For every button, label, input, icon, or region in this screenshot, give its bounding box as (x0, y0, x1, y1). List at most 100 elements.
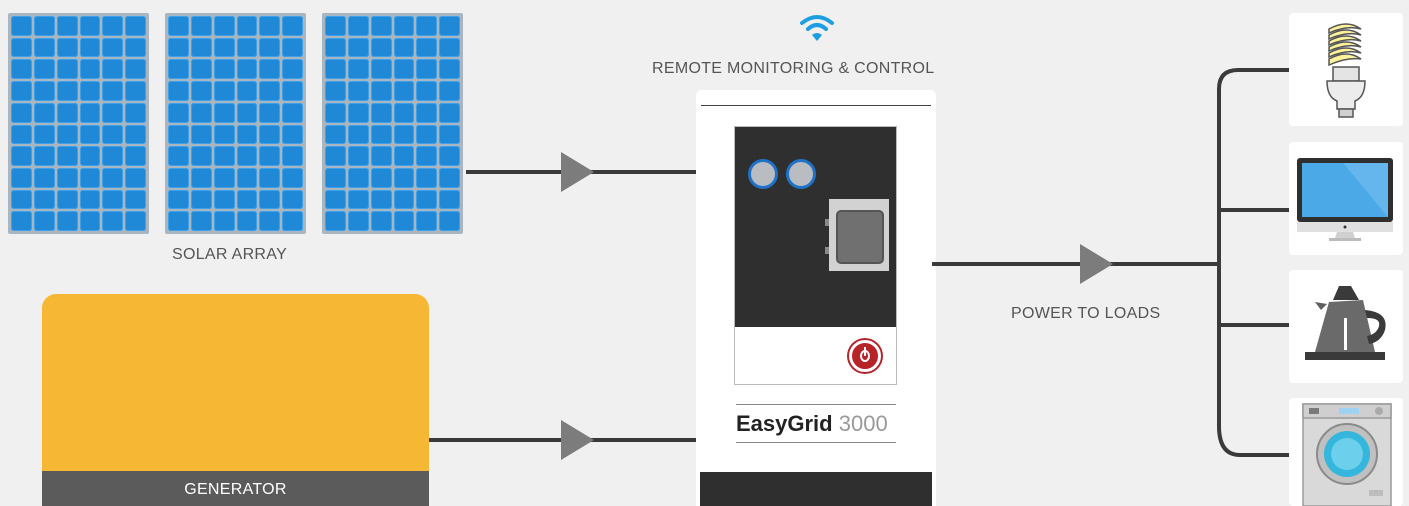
solar-cell (190, 59, 212, 80)
solar-cell (56, 211, 78, 231)
solar-cell (11, 102, 32, 123)
solar-cell (56, 59, 78, 80)
generator-flow-arrow (561, 420, 594, 460)
solar-cell (102, 167, 124, 188)
solar-cell (102, 102, 124, 123)
solar-cell (370, 81, 392, 101)
solar-cell (347, 37, 369, 58)
monitor-icon (1297, 158, 1393, 241)
solar-cell (125, 211, 146, 231)
solar-cell (79, 81, 101, 101)
power-to-loads-label: POWER TO LOADS (1011, 305, 1161, 322)
solar-cell (11, 146, 32, 166)
solar-cell (393, 59, 415, 80)
solar-cell (11, 16, 32, 36)
solar-panel-1 (8, 13, 149, 234)
easygrid-device: EasyGrid 3000 (696, 90, 936, 506)
solar-cell (236, 124, 258, 145)
solar-cell (347, 189, 369, 210)
solar-cell (325, 16, 346, 36)
solar-cell (393, 124, 415, 145)
load-lightbulb (1289, 13, 1403, 126)
solar-cell (168, 167, 189, 188)
solar-cell (125, 59, 146, 80)
solar-cell (370, 146, 392, 166)
solar-cell (393, 146, 415, 166)
solar-cell (190, 81, 212, 101)
solar-cell (125, 189, 146, 210)
solar-cell (11, 59, 32, 80)
solar-cell (439, 37, 460, 58)
solar-array-label: SOLAR ARRAY (172, 246, 288, 263)
solar-cell (190, 124, 212, 145)
load-bus (1217, 68, 1289, 457)
solar-cell (282, 211, 303, 231)
solar-cell (125, 37, 146, 58)
solar-cell (213, 211, 235, 231)
solar-cell (370, 167, 392, 188)
solar-cell (56, 167, 78, 188)
solar-cell (347, 146, 369, 166)
solar-cell (33, 16, 55, 36)
solar-cell (79, 167, 101, 188)
solar-cell (439, 189, 460, 210)
solar-cell (347, 102, 369, 123)
solar-cell (416, 16, 438, 36)
solar-cell (325, 211, 346, 231)
solar-cell (168, 146, 189, 166)
solar-cell (439, 124, 460, 145)
solar-cell (190, 167, 212, 188)
load-monitor (1289, 142, 1403, 255)
solar-cell (33, 81, 55, 101)
generator: GENERATOR (42, 294, 429, 506)
solar-cell (79, 146, 101, 166)
solar-cell (79, 37, 101, 58)
solar-cell (190, 37, 212, 58)
solar-cell (56, 16, 78, 36)
generator-label: GENERATOR (42, 471, 429, 506)
solar-cell (213, 102, 235, 123)
solar-cell (236, 189, 258, 210)
solar-cell (125, 146, 146, 166)
inverter-box (829, 199, 889, 271)
power-button[interactable] (849, 340, 881, 372)
solar-cell (79, 102, 101, 123)
solar-cell (56, 146, 78, 166)
solar-cell (79, 59, 101, 80)
solar-cell (282, 16, 303, 36)
solar-cell (213, 16, 235, 36)
solar-cell (416, 124, 438, 145)
solar-cell (79, 189, 101, 210)
solar-cell (439, 81, 460, 101)
solar-cell (11, 81, 32, 101)
solar-cell (416, 37, 438, 58)
solar-cell (33, 59, 55, 80)
output-wire (932, 262, 1219, 266)
solar-cell (325, 146, 346, 166)
solar-cell (102, 37, 124, 58)
device-top-line (701, 105, 931, 106)
solar-cell (168, 124, 189, 145)
solar-cell (236, 146, 258, 166)
solar-cell (213, 81, 235, 101)
solar-cell (416, 211, 438, 231)
solar-cell (213, 189, 235, 210)
solar-panel-3 (322, 13, 463, 234)
port-2 (786, 159, 816, 189)
solar-cell (282, 146, 303, 166)
solar-cell (11, 167, 32, 188)
solar-cell (102, 211, 124, 231)
solar-cell (439, 211, 460, 231)
solar-cell (347, 124, 369, 145)
solar-cell (102, 124, 124, 145)
solar-cell (236, 16, 258, 36)
solar-cell (347, 16, 369, 36)
solar-cell (213, 59, 235, 80)
solar-cell (56, 189, 78, 210)
solar-cell (33, 167, 55, 188)
solar-cell (439, 16, 460, 36)
solar-cell (282, 124, 303, 145)
solar-cell (168, 81, 189, 101)
brand-model: 3000 (838, 411, 888, 436)
brand-line-top (736, 404, 896, 405)
